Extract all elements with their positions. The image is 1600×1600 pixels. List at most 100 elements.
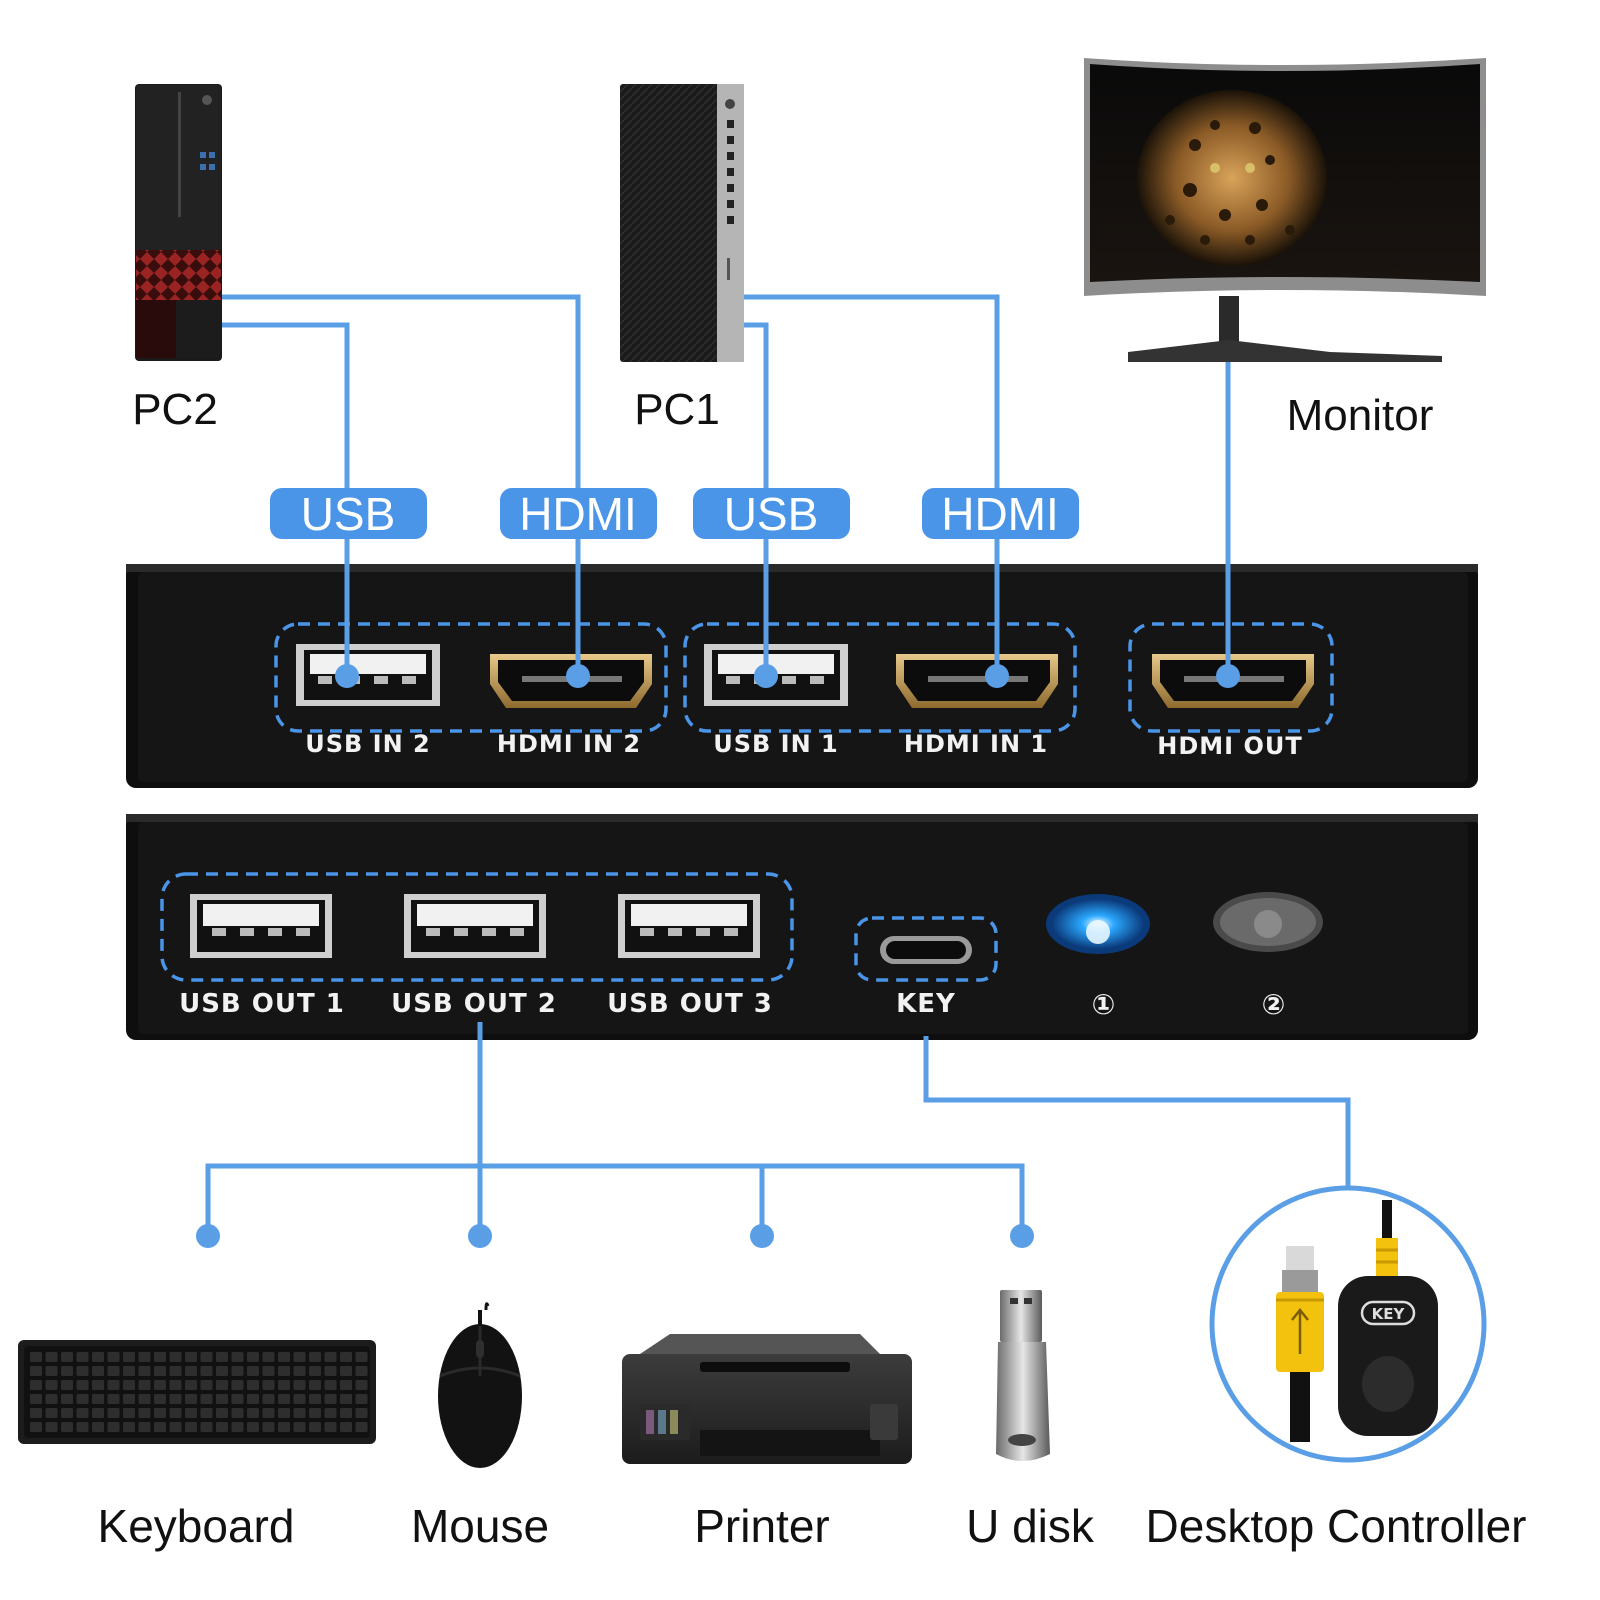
keyboard-key [340,1380,352,1390]
mouse-device: Mouse [411,1302,549,1552]
keyboard-key [61,1394,73,1404]
keyboard-key [61,1408,73,1418]
keyboard-key [309,1422,321,1432]
port-label-key: KEY [896,989,956,1019]
keyboard-key [107,1422,120,1432]
keyboard-key [355,1408,368,1418]
keyboard-key [45,1422,58,1432]
keyboard-key [185,1422,197,1432]
keyboard-key [216,1408,228,1418]
printer-label: Printer [694,1500,829,1552]
keyboard-key [324,1422,337,1432]
mouse-label: Mouse [411,1500,549,1552]
cable-tag-label: USB [301,488,396,540]
keyboard-key [262,1394,275,1404]
cable-tag-label: HDMI [519,488,637,540]
keyboard-key [200,1394,213,1404]
keyboard-key [92,1366,104,1376]
keyboard-key [231,1422,244,1432]
keyboard-key [278,1366,290,1376]
port-label-usb-out-3: USB OUT 3 [607,989,773,1019]
keyboard-key [30,1408,42,1418]
mouse-icon [438,1302,522,1468]
keyboard-key [107,1394,120,1404]
keyboard-key [231,1366,244,1376]
keyboard-key [154,1408,166,1418]
keyboard-key [278,1380,290,1390]
keyboard-key [76,1394,89,1404]
keyboard-key [200,1422,213,1432]
cable-tag-pc2-usb: USB [270,488,427,540]
keyboard-key [138,1408,151,1418]
usb-out-1-port[interactable] [190,894,332,958]
keyboard-key [76,1352,89,1362]
keyboard-key [340,1366,352,1376]
keyboard-key [262,1366,275,1376]
keyboard-key [45,1366,58,1376]
keyboard-key [231,1380,244,1390]
keyboard-key [92,1352,104,1362]
keyboard-key [216,1380,228,1390]
keyboard-key [278,1394,290,1404]
cable-tag-pc1-hdmi: HDMI [922,488,1079,540]
keyboard-key [76,1422,89,1432]
usb-in-2-port[interactable] [296,644,440,706]
cable-tags: USB HDMI USB HDMI [270,488,1079,540]
keyboard-key [123,1408,135,1418]
front-cable-dots [335,664,1240,688]
port-label-hdmi-out: HDMI OUT [1157,732,1302,760]
keyboard-key [293,1408,306,1418]
keyboard-key [45,1408,58,1418]
keyboard-key [216,1366,228,1376]
keyboard-key [169,1366,182,1376]
keyboard-key [231,1394,244,1404]
keyboard-key [107,1352,120,1362]
keyboard-key [185,1394,197,1404]
usb-out-2-port[interactable] [404,894,546,958]
keyboard-key [200,1352,213,1362]
port-label-usb-in-1: USB IN 1 [713,730,839,758]
port-label-usb-in-2: USB IN 2 [305,730,431,758]
cable-tag-label: HDMI [941,488,1059,540]
u-disk-device: U disk [966,1290,1095,1552]
keyboard-key [92,1422,104,1432]
curved-monitor-icon [1084,58,1486,362]
keyboard-key [154,1380,166,1390]
monitor-label: Monitor [1287,391,1434,440]
desktop-controller-device: KEY Desktop Controller [1146,1185,1527,1552]
keyboard-key [247,1366,259,1376]
keyboard-key [293,1422,306,1432]
keyboard-key [200,1380,213,1390]
keyboard-key [123,1366,135,1376]
keyboard-key [340,1352,352,1362]
keyboard-key [30,1394,42,1404]
keyboard-key [138,1422,151,1432]
hdmi-in-1-port[interactable] [896,654,1058,708]
keyboard-key [324,1380,337,1390]
keyboard-key [247,1408,259,1418]
indicator-label-1: ① [1092,988,1117,1021]
desktop-controller-label: Desktop Controller [1146,1500,1527,1552]
keyboard-key [61,1380,73,1390]
keyboard-key [107,1366,120,1376]
keyboard-key [107,1380,120,1390]
keyboard-key [92,1408,104,1418]
keyboard-key [355,1366,368,1376]
keyboard-key [169,1352,182,1362]
keyboard-key [107,1408,120,1418]
keyboard-key [293,1352,306,1362]
keyboard-key [123,1422,135,1432]
keyboard-device: Keyboard [18,1340,376,1552]
printer-device: Printer [622,1334,912,1552]
keyboard-key [45,1394,58,1404]
usb-out-3-port[interactable] [618,894,760,958]
keyboard-key [45,1380,58,1390]
pc1-tower: PC1 [620,84,744,434]
keyboard-key [278,1422,290,1432]
keyboard-key [61,1352,73,1362]
keyboard-key [216,1394,228,1404]
keyboard-key [278,1352,290,1362]
key-port[interactable] [880,936,972,964]
keyboard-key [309,1380,321,1390]
